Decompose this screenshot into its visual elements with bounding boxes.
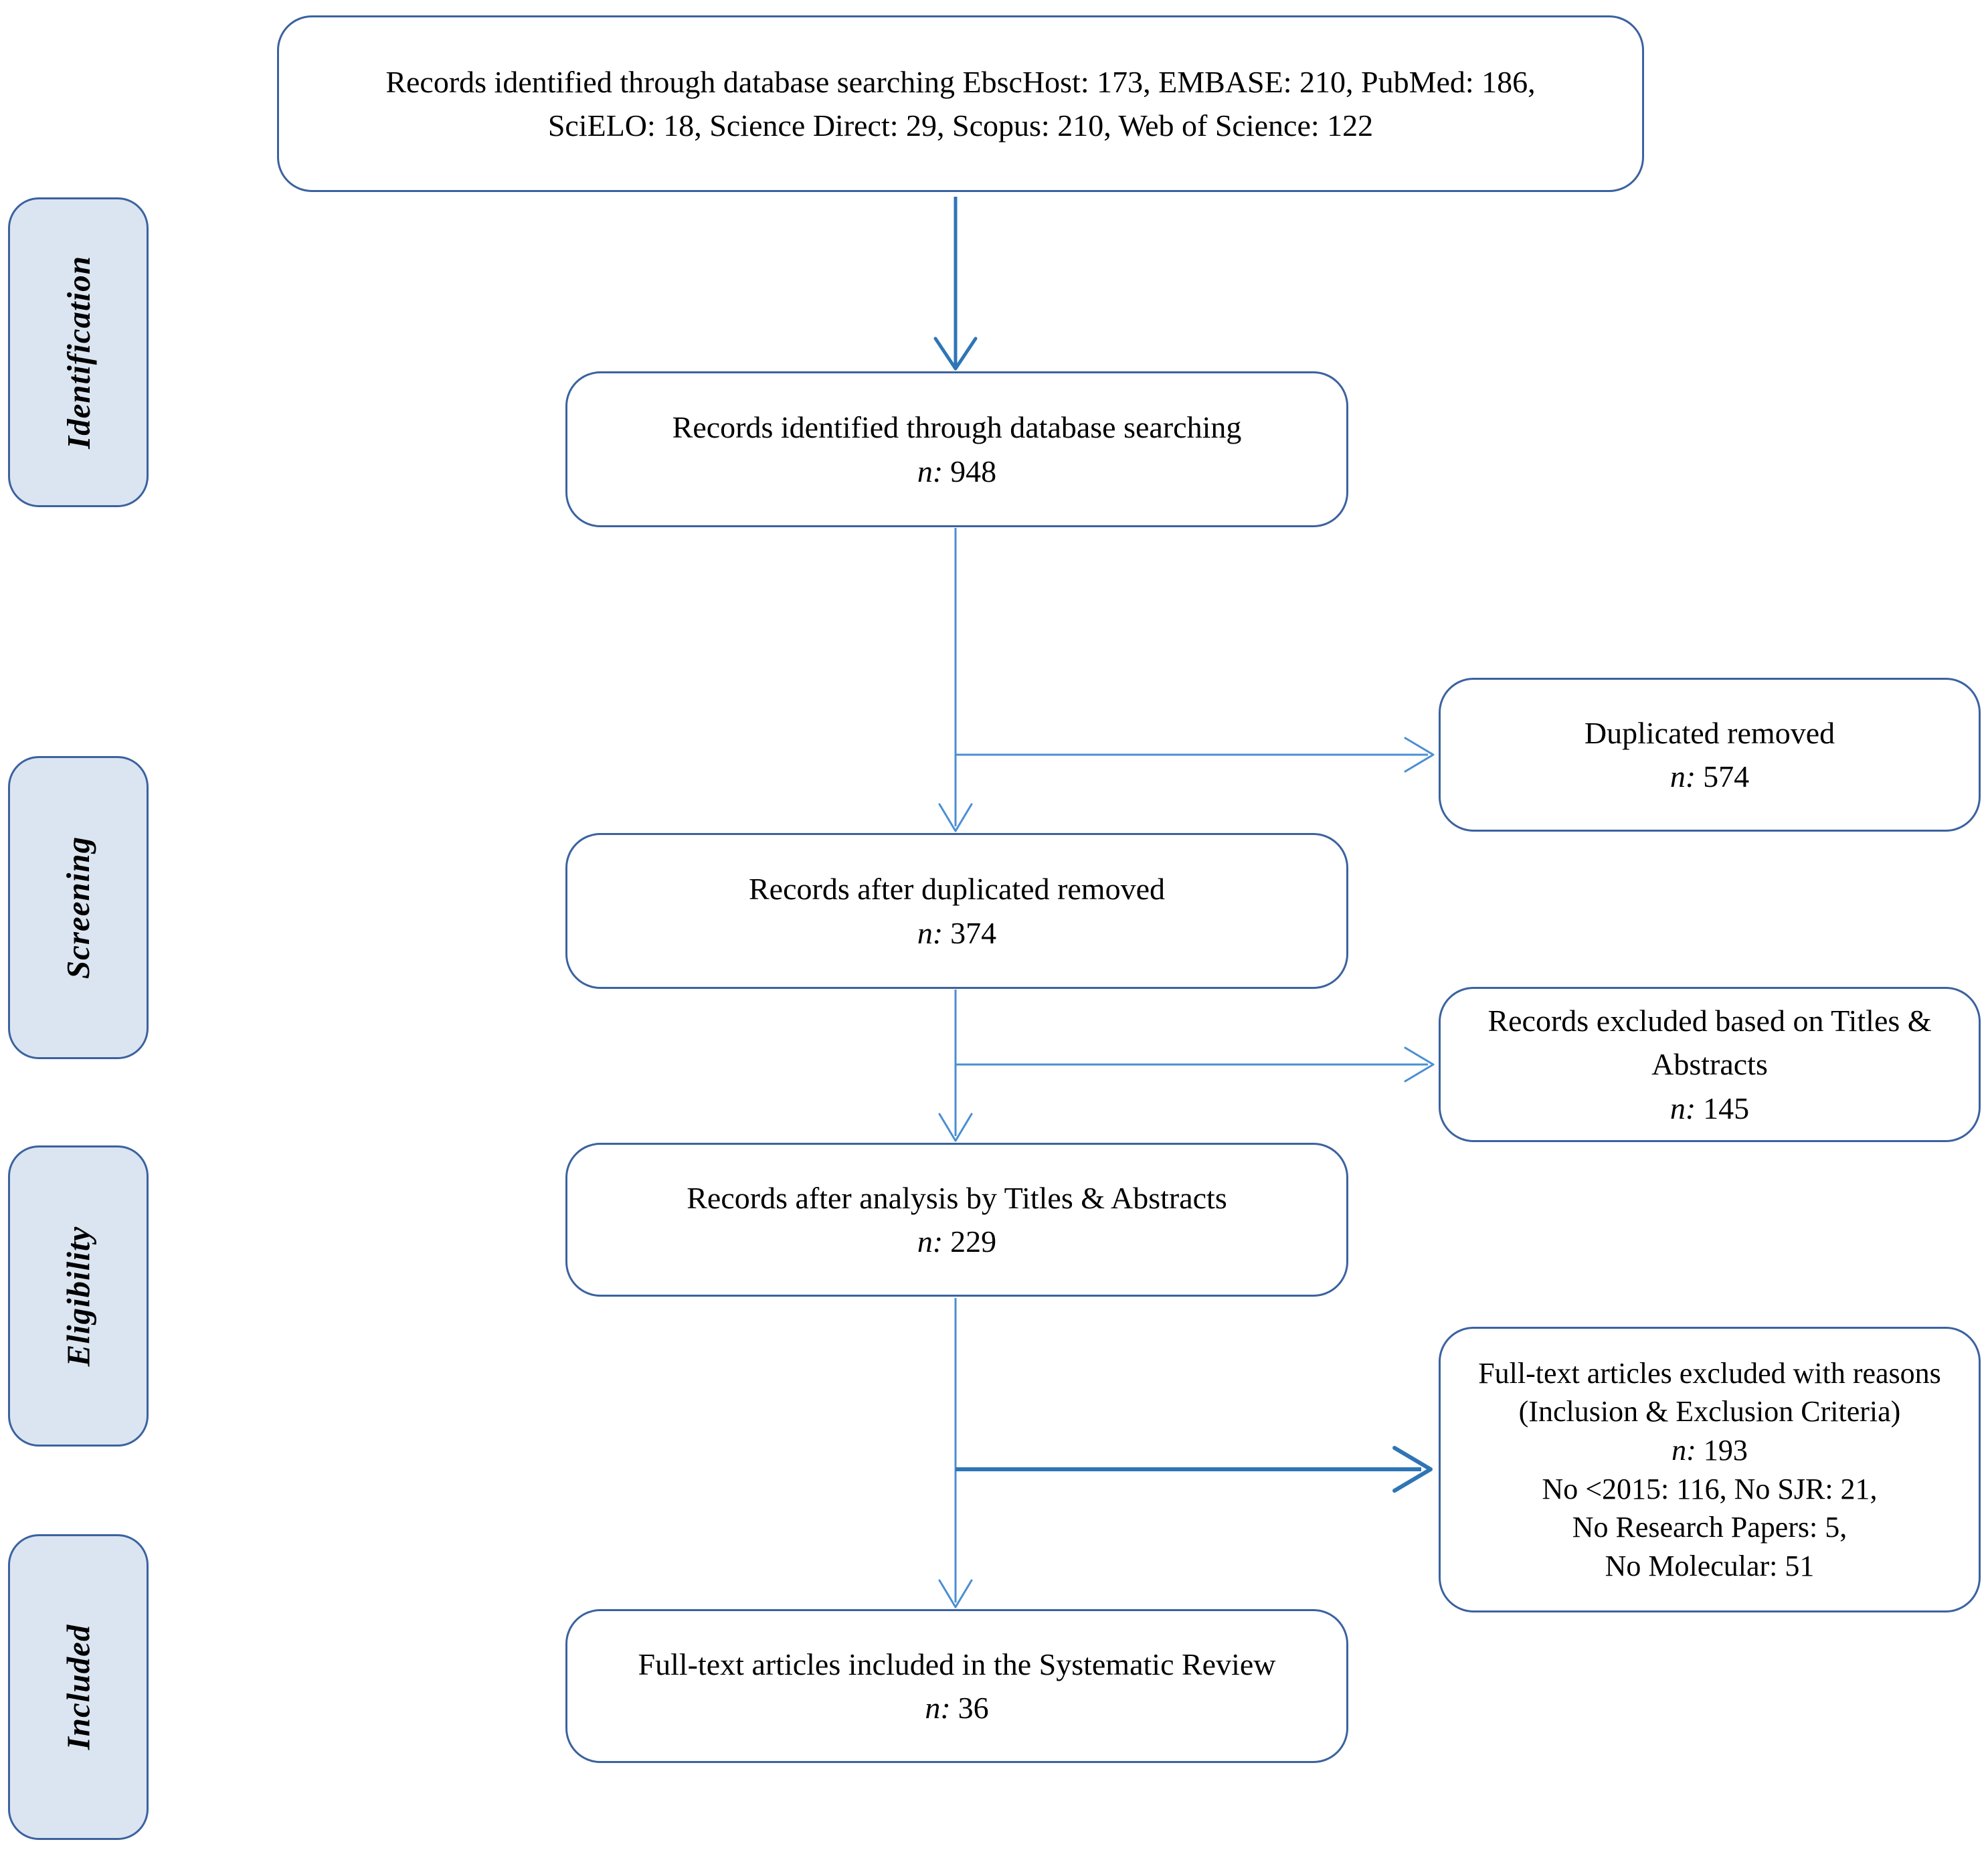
flow-box-fulltext-excluded: Full-text articles excluded with reasons… [1439, 1327, 1981, 1612]
stage-box-identification: Identification [8, 197, 149, 507]
flow-box-fulltext-excluded-count: n:193 [1671, 1433, 1748, 1467]
arrow-sources-to-identified-head [933, 337, 978, 371]
flow-box-identified-label: Records identified through database sear… [672, 410, 1242, 445]
flow-box-included-review: Full-text articles included in the Syste… [565, 1609, 1348, 1763]
stage-label-included: Included [60, 1624, 97, 1750]
flow-box-fulltext-excluded-reason3: No Molecular: 51 [1605, 1549, 1815, 1582]
flow-box-after-duplicates-label: Records after duplicated removed [748, 872, 1165, 907]
flow-box-identified-count: n:948 [917, 454, 997, 488]
flow-box-after-titles-abstracts-count: n:229 [917, 1224, 997, 1259]
flow-box-after-titles-abstracts-label: Records after analysis by Titles & Abstr… [687, 1180, 1227, 1215]
flow-box-sources: Records identified through database sear… [277, 15, 1644, 192]
arrow-branch-fulltext-excluded-head [1392, 1446, 1433, 1493]
arrow-after-duplicates-to-after-titles-head [938, 1113, 973, 1142]
flow-box-excluded-titles-abstracts-count: n:145 [1669, 1091, 1750, 1125]
flow-box-fulltext-excluded-label: Full-text articles excluded with reasons… [1478, 1356, 1941, 1428]
flow-box-fulltext-excluded-reason1: No <2015: 116, No SJR: 21, [1542, 1472, 1878, 1505]
flow-box-included-review-count: n:36 [925, 1691, 989, 1725]
arrow-after-titles-to-included-head [938, 1579, 973, 1608]
stage-box-screening: Screening [8, 756, 149, 1059]
flow-box-sources-line1: Records identified through database sear… [385, 64, 1536, 99]
flow-box-included-review-label: Full-text articles included in the Syste… [638, 1647, 1276, 1681]
stage-label-eligibility: Eligibility [60, 1226, 97, 1366]
flow-box-duplicated-removed-label: Duplicated removed [1584, 715, 1835, 750]
flow-box-fulltext-excluded-reason2: No Research Papers: 5, [1572, 1511, 1847, 1544]
flow-box-excluded-titles-abstracts: Records excluded based on Titles & Abstr… [1439, 987, 1981, 1142]
flow-box-identified: Records identified through database sear… [565, 371, 1348, 527]
arrow-branch-duplicates-head [1404, 737, 1435, 773]
stage-box-eligibility: Eligibility [8, 1145, 149, 1447]
flow-box-after-duplicates-count: n:374 [917, 915, 997, 950]
flow-box-after-duplicates: Records after duplicated removed n:374 [565, 833, 1348, 989]
stage-label-screening: Screening [60, 836, 97, 980]
flow-box-excluded-titles-abstracts-label: Records excluded based on Titles & Abstr… [1487, 1004, 1932, 1082]
flow-box-duplicated-removed-count: n:574 [1669, 759, 1750, 794]
stage-label-identification: Identification [60, 256, 97, 449]
arrow-branch-excluded-titles-head [1404, 1046, 1435, 1083]
stage-box-included: Included [8, 1534, 149, 1840]
flow-box-after-titles-abstracts: Records after analysis by Titles & Abstr… [565, 1143, 1348, 1297]
flow-box-duplicated-removed: Duplicated removed n:574 [1439, 678, 1981, 832]
flow-box-sources-line2: SciELO: 18, Science Direct: 29, Scopus: … [547, 108, 1374, 143]
arrow-identified-to-after-duplicates-head [938, 803, 973, 832]
